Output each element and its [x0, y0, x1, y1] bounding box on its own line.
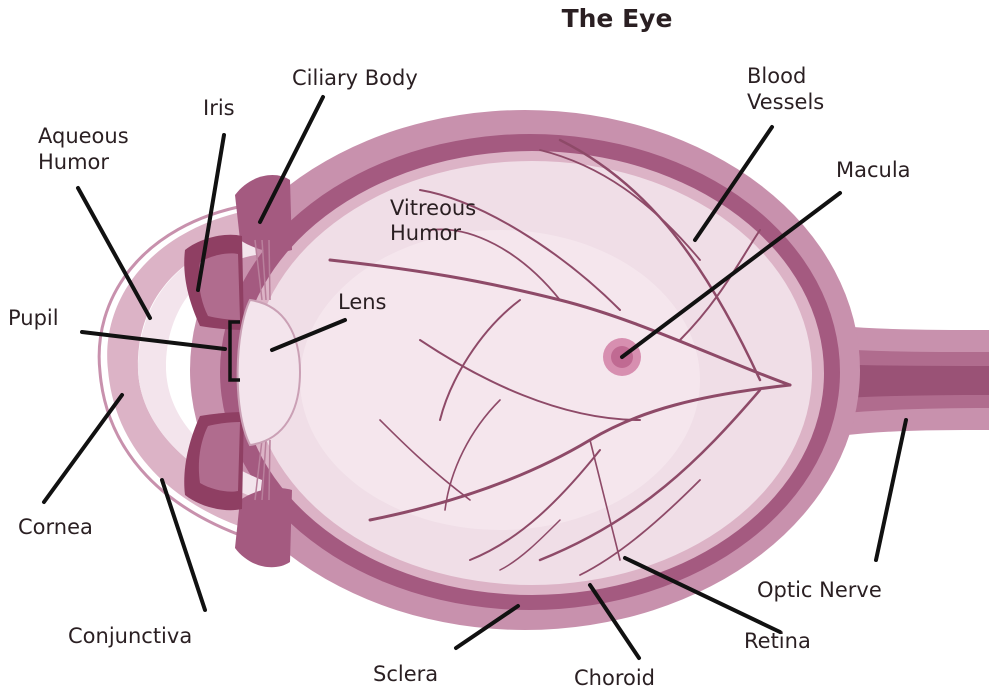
- label-macula: Macula: [836, 158, 911, 182]
- label-conjunctiva: Conjunctiva: [68, 624, 192, 648]
- label-lens: Lens: [338, 290, 387, 314]
- label-iris: Iris: [203, 96, 235, 120]
- label-blood-line1: Blood: [747, 64, 806, 88]
- label-aqueous-line2: Humor: [38, 150, 109, 174]
- label-blood-line2: Vessels: [747, 90, 824, 114]
- label-retina: Retina: [744, 629, 811, 653]
- label-blood-vessels: Blood Vessels: [747, 64, 824, 114]
- label-aqueous-humor: Aqueous Humor: [38, 124, 135, 174]
- label-optic-nerve: Optic Nerve: [757, 578, 882, 602]
- label-choroid: Choroid: [574, 666, 655, 690]
- label-vitreous-line2: Humor: [390, 221, 461, 245]
- label-cornea: Cornea: [18, 515, 93, 539]
- label-vitreous-line1: Vitreous: [390, 196, 476, 220]
- label-sclera: Sclera: [373, 662, 438, 686]
- label-aqueous-line1: Aqueous: [38, 124, 129, 148]
- label-ciliary-body: Ciliary Body: [292, 66, 418, 90]
- label-pupil: Pupil: [8, 306, 59, 330]
- diagram-title: The Eye: [562, 4, 673, 33]
